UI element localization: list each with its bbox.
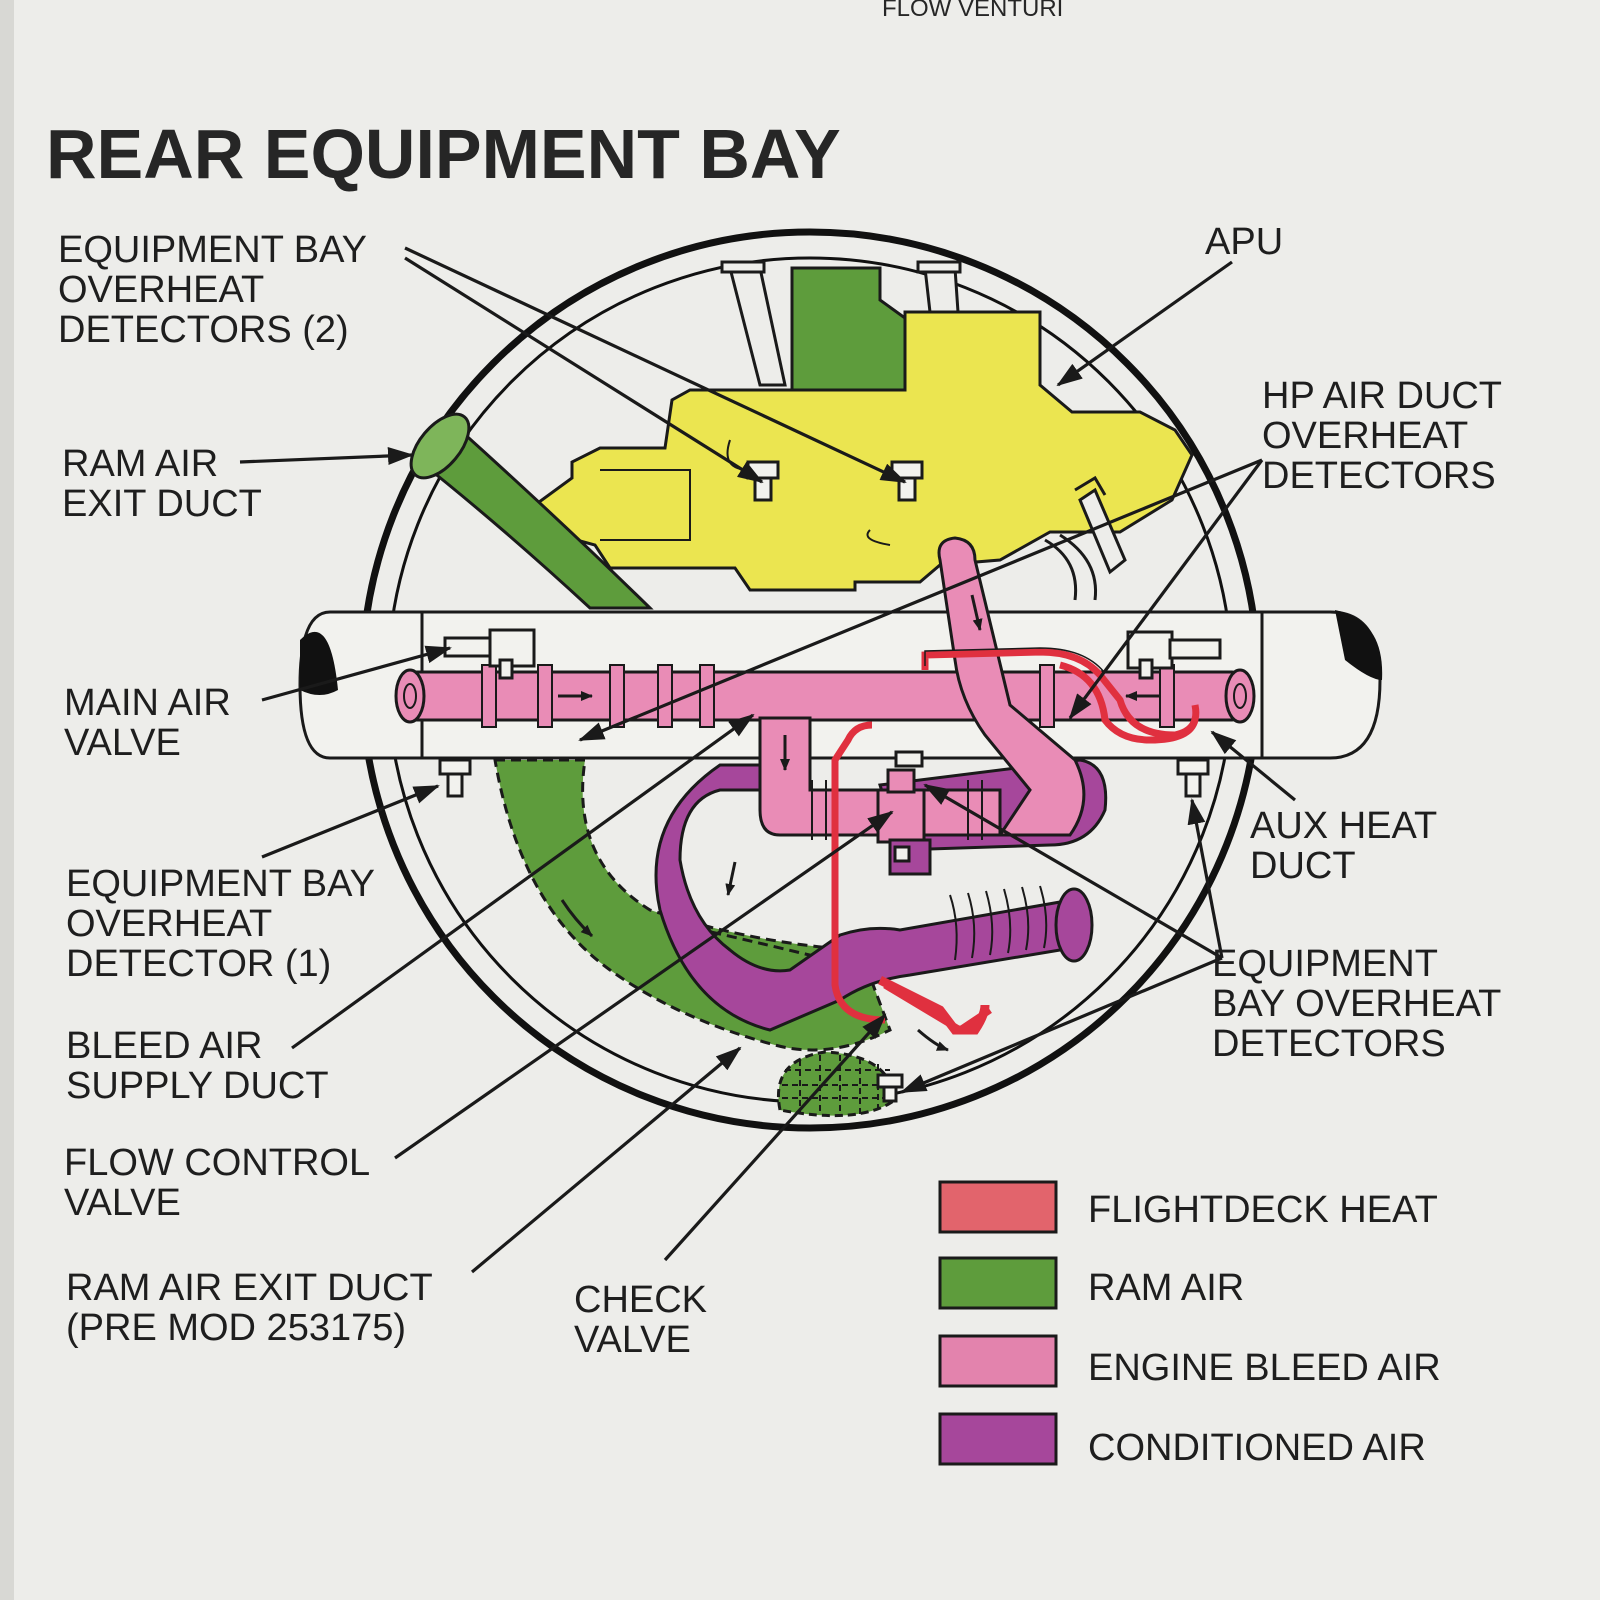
apu-body: [533, 310, 1194, 592]
label-hp-air-duct-overheat-detectors: HP AIR DUCT OVERHEAT DETECTORS: [1262, 375, 1512, 497]
label-equipment-bay-overheat-detector-1: EQUIPMENT BAY OVERHEAT DETECTOR (1): [66, 863, 385, 985]
label-ram-air-exit-duct-pre-mod: RAM AIR EXIT DUCT (PRE MOD 253175): [66, 1267, 443, 1349]
legend-swatch-engine-bleed-air: [938, 1334, 1058, 1388]
label-aux-heat-duct: AUX HEAT DUCT: [1250, 805, 1447, 887]
legend-label-engine-bleed-air: ENGINE BLEED AIR: [1088, 1347, 1441, 1389]
legend-label-ram-air: RAM AIR: [1088, 1267, 1244, 1309]
label-check-valve: CHECK VALVE: [574, 1279, 718, 1361]
label-bleed-air-supply-duct: BLEED AIR SUPPLY DUCT: [66, 1025, 329, 1107]
label-equipment-bay-overheat-detectors-2: EQUIPMENT BAY OVERHEAT DETECTORS (2): [58, 229, 377, 351]
leader-lines: [239, 246, 1297, 1274]
label-main-air-valve: MAIN AIR VALVE: [64, 682, 241, 764]
conditioned-air-corrugations: [949, 885, 1048, 961]
apu-support-struts: [720, 260, 962, 387]
legend-label-conditioned-air: CONDITIONED AIR: [1088, 1427, 1426, 1469]
legend-swatch-flightdeck-heat: [938, 1180, 1058, 1234]
flow-direction-arrows: [558, 594, 1160, 1052]
ram-air-exit-duct-upper: [415, 428, 654, 610]
page-title: REAR EQUIPMENT BAY: [46, 115, 841, 193]
label-equipment-bay-overheat-detectors-right: EQUIPMENT BAY OVERHEAT DETECTORS: [1212, 943, 1511, 1065]
bleed-air-main-duct: [394, 664, 1256, 728]
legend: FLIGHTDECK HEAT RAM AIR ENGINE BLEED AIR…: [938, 1180, 1441, 1469]
label-apu: APU: [1205, 221, 1283, 263]
legend-swatch-ram-air: [938, 1256, 1058, 1310]
top-cut-text: FLOW VENTURI: [882, 0, 1063, 22]
label-flow-control-valve: FLOW CONTROL VALVE: [64, 1142, 379, 1224]
ram-air-exit-duct-opening: [409, 412, 471, 480]
main-air-valve-left: [443, 628, 536, 680]
flightdeck-heat-hose-end: [877, 975, 990, 1035]
flightdeck-heat-outline: [924, 647, 1105, 673]
conditioned-air-outlet: [1054, 887, 1094, 963]
ram-air-block-top: [790, 266, 907, 392]
legend-swatch-conditioned-air: [938, 1412, 1058, 1466]
label-ram-air-exit-duct: RAM AIR EXIT DUCT: [62, 443, 262, 525]
legend-label-flightdeck-heat: FLIGHTDECK HEAT: [1088, 1189, 1438, 1231]
page-binding-shadow: [0, 0, 14, 1600]
hp-duct-harness: [1044, 475, 1127, 601]
main-air-valve-right: [1126, 630, 1222, 680]
